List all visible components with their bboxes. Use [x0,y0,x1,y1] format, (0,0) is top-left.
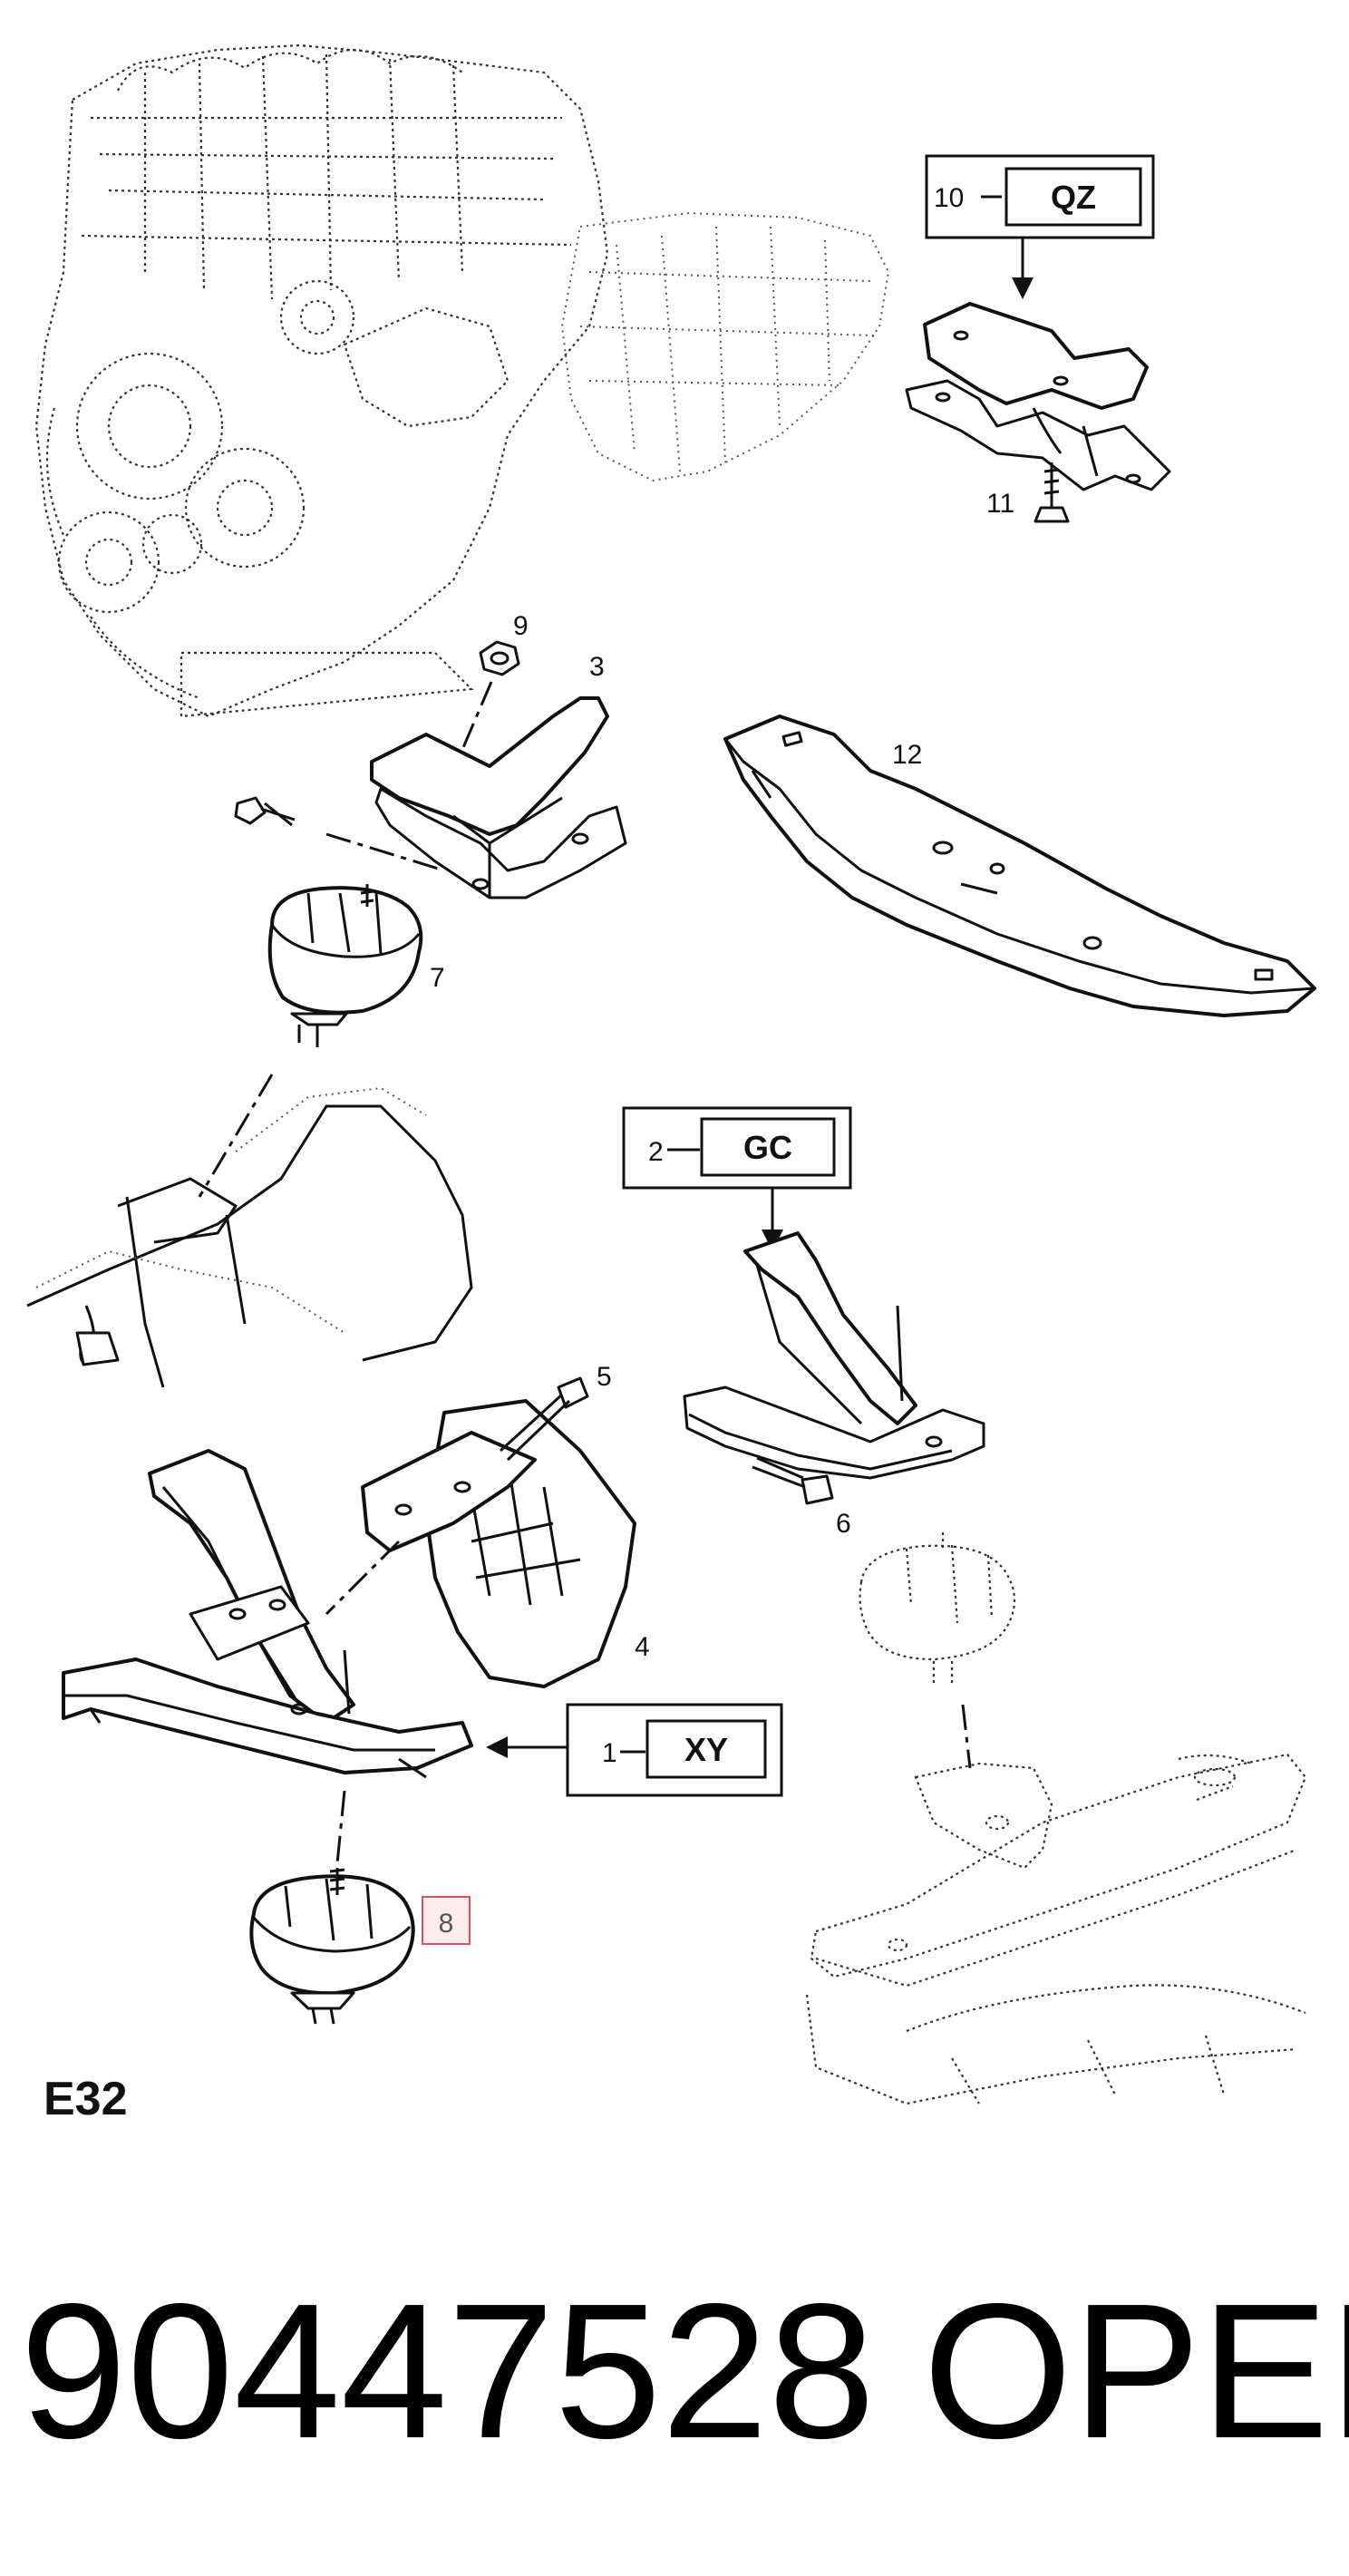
part-number: 90447528 [20,2263,875,2478]
callout-7: 7 [430,963,445,993]
callout-2: 2 [648,1137,664,1167]
engine-drawing [34,44,890,718]
callout-12: 12 [892,740,922,770]
callout-10: 10 [934,183,964,213]
callout-8-highlight [422,1896,471,1945]
left-body-bracket [26,1086,473,1388]
detail-10-bracket: 10 QZ 11 [905,154,1171,523]
part-8-engine-mount: 8 [249,1868,471,2025]
right-mount-assembly [805,1532,1307,2105]
part-12-crossmember: 12 [723,714,1316,1017]
section-code: E32 [44,2073,128,2125]
variant-code-xy: XY [684,1731,728,1768]
part-7-engine-mount: 7 [198,884,445,1198]
callout-4: 4 [635,1632,650,1662]
callout-8: 8 [439,1909,454,1939]
callout-5: 5 [597,1362,612,1392]
detail-1-bracket: 1 XY [62,1449,783,1864]
brand-name: OPEL [923,2263,1349,2478]
variant-code-qz: QZ [1051,179,1096,216]
callout-1: 1 [602,1738,617,1768]
detail-2-bracket: 2 GC 6 [622,1106,985,1539]
callout-9: 9 [513,611,529,641]
part-4-heat-shield: 4 5 [325,1362,650,1688]
callout-6: 6 [836,1509,851,1539]
variant-code-gc: GC [743,1129,792,1166]
callout-11: 11 [986,489,1014,519]
part-3-upper-bracket: 9 3 [234,611,627,899]
callout-3: 3 [589,652,605,682]
